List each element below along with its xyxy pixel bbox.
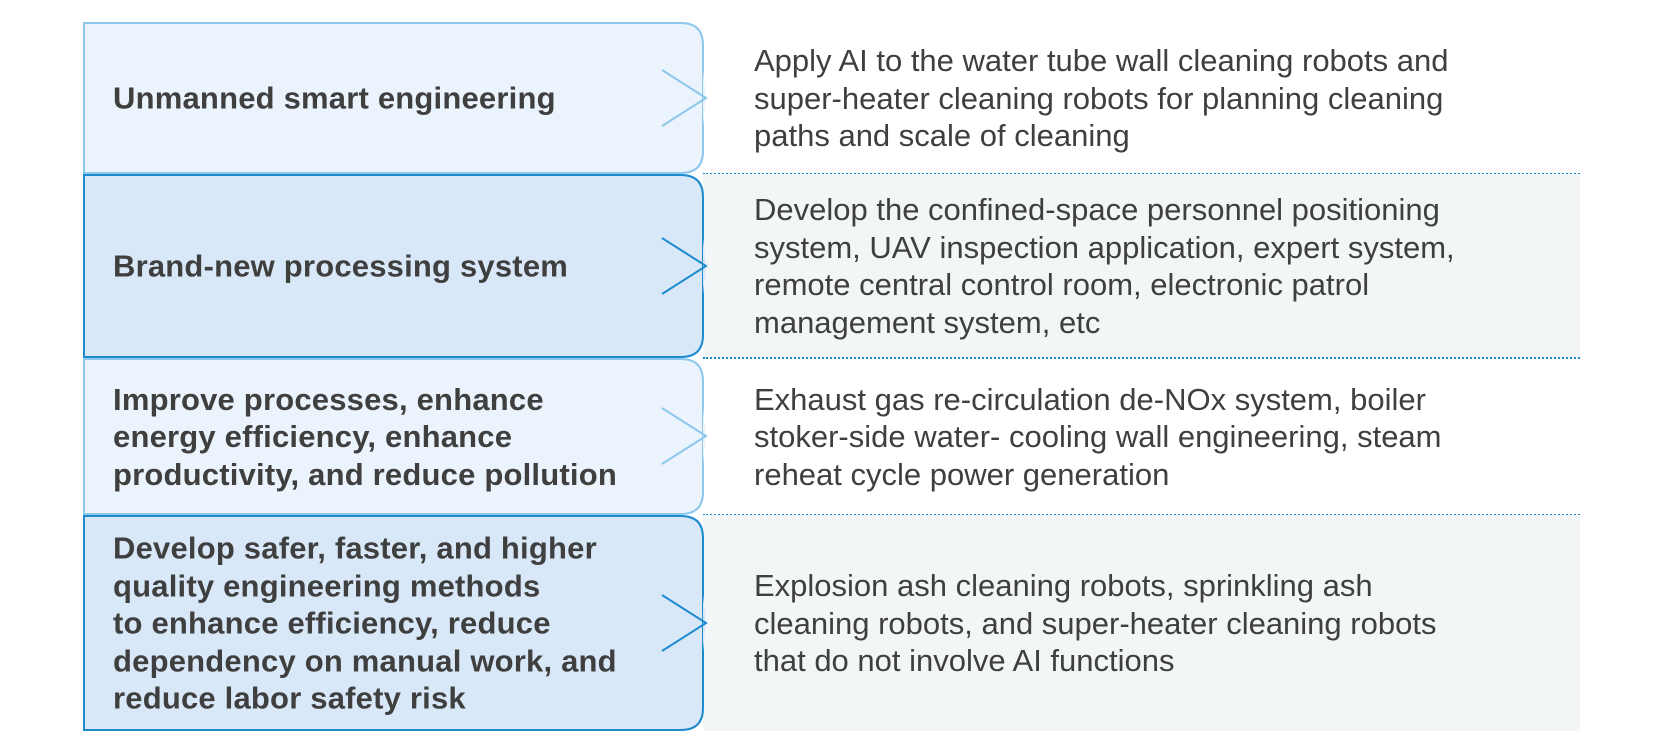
row-description: Exhaust gas re-circulation de-NOx system… [754,380,1530,493]
row-description: Explosion ash cleaning robots, sprinklin… [754,567,1530,680]
description-line: cleaning robots, and super-heater cleani… [754,605,1437,641]
description-line: Apply AI to the water tube wall cleaning… [754,42,1449,78]
description-line: super-heater cleaning robots for plannin… [754,80,1444,116]
title-line: Improve processes, enhance [113,381,544,417]
description-line: stoker-side water- cooling wall engineer… [754,418,1442,454]
arrow-box [83,358,708,515]
row-brand-new-processing-system: Brand-new processing system Develop the … [83,174,1580,359]
row-title: Improve processes, enhance energy effici… [113,380,633,493]
row-description: Develop the confined-space personnel pos… [754,191,1530,341]
row-develop-safer-methods: Develop safer, faster, and higher qualit… [83,515,1580,731]
description-line: paths and scale of cleaning [754,117,1130,153]
description-line: Exhaust gas re-circulation de-NOx system… [754,381,1426,417]
description-line: Explosion ash cleaning robots, sprinklin… [754,567,1373,603]
row-background [703,515,1580,731]
row-improve-processes: Improve processes, enhance energy effici… [83,358,1580,516]
row-title: Brand-new processing system [113,247,633,285]
title-line: quality engineering methods [113,567,541,603]
description-line: remote central control room, electronic … [754,267,1370,302]
arrow-box [83,174,708,358]
description-line: management system, etc [754,304,1101,340]
arrow-box [83,22,708,174]
arrow-box [83,515,708,731]
title-line: energy efficiency, enhance [113,418,513,454]
row-title: Unmanned smart engineering [113,79,633,117]
description-line: reheat cycle power generation [754,456,1170,492]
description-line: that do not involve AI functions [754,642,1175,678]
title-line: Brand-new processing system [113,248,569,284]
row-title: Develop safer, faster, and higher qualit… [113,529,633,717]
title-line: dependency on manual work, and [113,642,617,678]
title-line: reduce labor safety risk [113,680,466,716]
row-separator [703,357,1580,359]
row-unmanned-smart-engineering: Unmanned smart engineering Apply AI to t… [83,22,1580,175]
title-line: to enhance efficiency, reduce [113,605,551,641]
description-line: system, UAV inspection application, expe… [754,229,1455,265]
title-line: Unmanned smart engineering [113,80,556,116]
row-background [703,174,1580,358]
title-line: productivity, and reduce pollution [113,456,617,492]
title-line: Develop safer, faster, and higher [113,530,597,566]
description-line: Develop the confined-space personnel pos… [754,192,1440,227]
row-description: Apply AI to the water tube wall cleaning… [754,42,1530,155]
